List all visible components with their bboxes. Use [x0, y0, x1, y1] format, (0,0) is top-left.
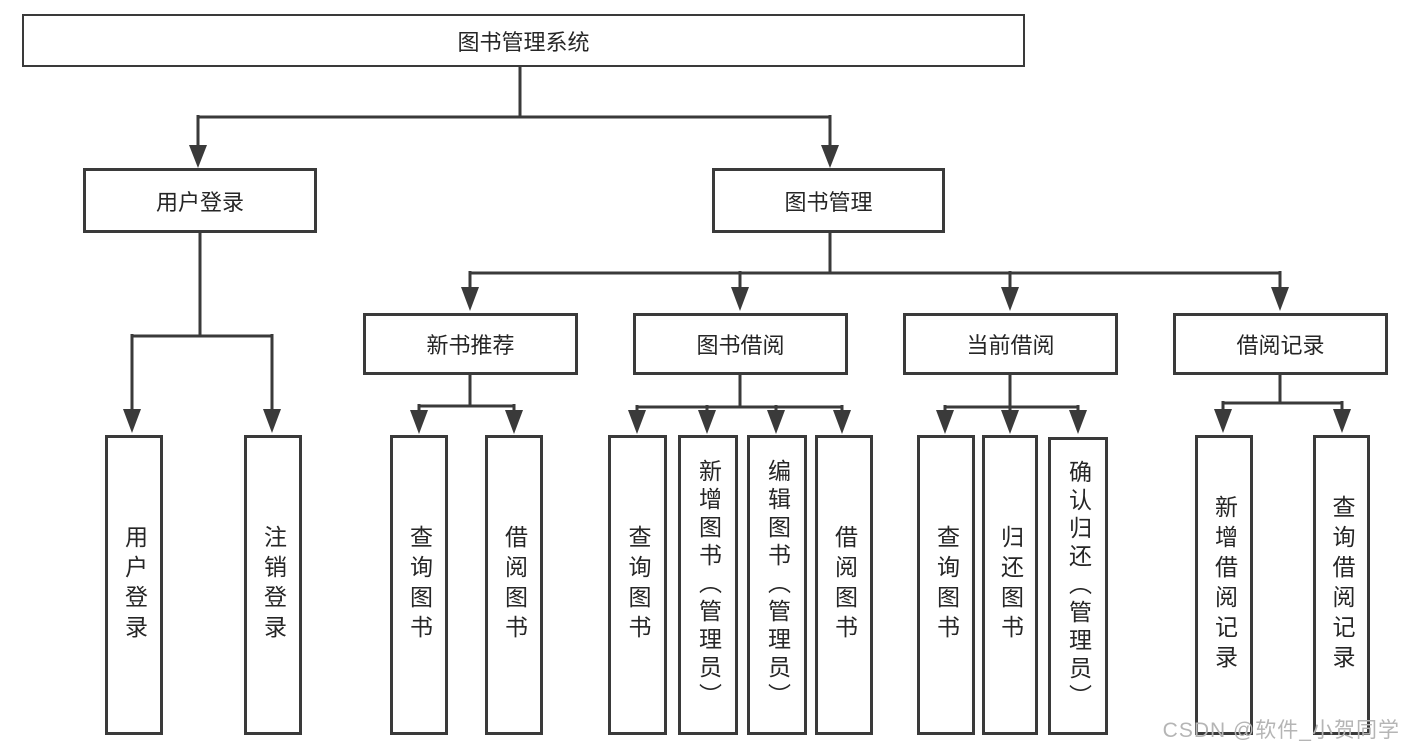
leaf-label: 查询借阅记录 [1329, 495, 1355, 675]
node-borrow-records: 借阅记录 [1173, 313, 1388, 375]
node-label: 图书管理系统 [457, 29, 590, 55]
node-label: 用户登录 [155, 189, 244, 215]
connector-current-to-leaves [936, 375, 1087, 434]
node-label: 当前借阅 [966, 333, 1055, 358]
connector-management-to-level3 [461, 233, 1289, 311]
connector-borrow-to-leaves [628, 375, 851, 434]
leaf-add-book-admin: 新增图书（管理员） [678, 435, 738, 735]
node-user-login: 用户登录 [83, 168, 317, 233]
leaf-confirm-return-admin: 确认归还（管理员） [1048, 437, 1108, 735]
node-label: 图书管理 [784, 189, 873, 215]
leaf-label: 归还图书 [997, 525, 1024, 645]
leaf-label: 新增借阅记录 [1211, 495, 1238, 675]
connector-root-to-level2 [189, 67, 839, 168]
node-current-borrow: 当前借阅 [903, 313, 1118, 375]
leaf-query-borrow-record: 查询借阅记录 [1313, 435, 1370, 735]
connector-login-to-leaves [123, 233, 281, 433]
leaf-borrow-books: 借阅图书 [815, 435, 873, 735]
leaf-query-books-borrow: 查询图书 [608, 435, 667, 735]
leaf-borrow-books-recommend: 借阅图书 [485, 435, 543, 735]
leaf-query-books-current: 查询图书 [917, 435, 975, 735]
leaf-logout: 注销登录 [244, 435, 302, 735]
node-book-management: 图书管理 [712, 168, 945, 233]
node-library-management-system: 图书管理系统 [22, 14, 1025, 67]
leaf-label: 用户登录 [121, 525, 148, 645]
leaf-label: 编辑图书（管理员） [764, 459, 791, 711]
leaf-add-borrow-record: 新增借阅记录 [1195, 435, 1253, 735]
leaf-edit-book-admin: 编辑图书（管理员） [747, 435, 807, 735]
leaf-label: 查询图书 [933, 525, 960, 645]
leaf-query-books-recommend: 查询图书 [390, 435, 448, 735]
node-book-borrow: 图书借阅 [633, 313, 848, 375]
leaf-user-login: 用户登录 [105, 435, 163, 735]
node-label: 借阅记录 [1236, 333, 1325, 358]
leaf-label: 注销登录 [260, 525, 287, 645]
node-new-book-recommend: 新书推荐 [363, 313, 578, 375]
connector-recommend-to-leaves [410, 375, 523, 434]
leaf-label: 新增图书（管理员） [695, 459, 722, 711]
leaf-label: 借阅图书 [831, 525, 858, 645]
connector-records-to-leaves [1214, 375, 1351, 433]
leaf-label: 查询图书 [406, 525, 433, 645]
node-label: 图书借阅 [696, 333, 785, 358]
leaf-return-book: 归还图书 [982, 435, 1038, 735]
leaf-label: 借阅图书 [501, 525, 528, 645]
node-label: 新书推荐 [426, 333, 515, 358]
leaf-label: 查询图书 [625, 525, 651, 645]
leaf-label: 确认归还（管理员） [1065, 460, 1092, 712]
